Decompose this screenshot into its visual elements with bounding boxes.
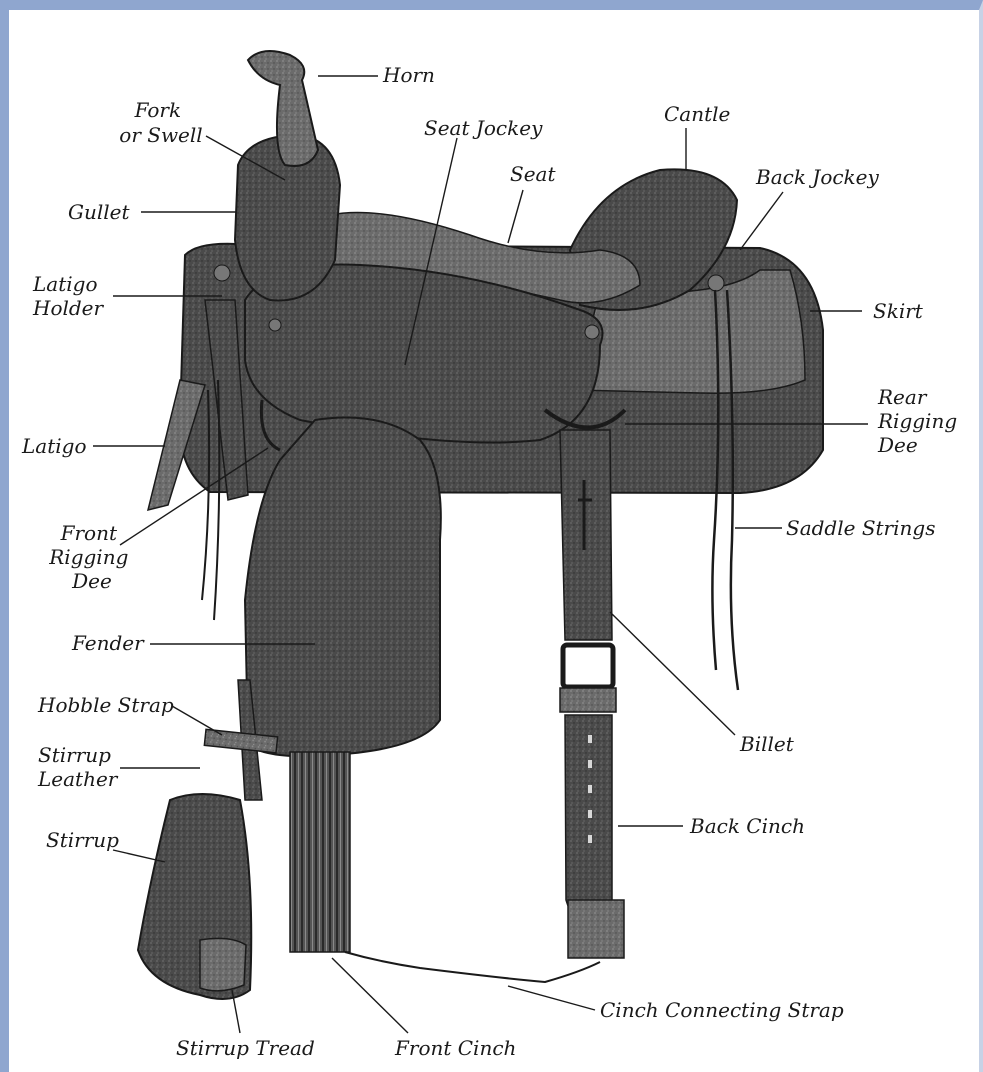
saddle-front-cinch	[290, 752, 350, 952]
label-billet: Billet	[739, 732, 795, 756]
saddle-illustration	[138, 51, 823, 999]
label-stirrup: Stirrup	[46, 828, 119, 852]
label-saddle-strings: Saddle Strings	[786, 516, 935, 540]
saddle-fender	[245, 418, 441, 757]
label-hobble-strap: Hobble Strap	[37, 693, 174, 717]
label-rear-rigging-dee: Rear Rigging Dee	[877, 385, 964, 457]
label-stirrup-leather: Stirrup Leather	[37, 743, 119, 791]
label-front-cinch: Front Cinch	[394, 1036, 516, 1060]
label-cinch-connecting-strap: Cinch Connecting Strap	[600, 998, 844, 1022]
label-horn: Horn	[382, 63, 435, 87]
label-seat: Seat	[510, 162, 556, 186]
label-seat-jockey: Seat Jockey	[424, 116, 543, 140]
label-front-rigging-dee: Front Rigging Dee	[48, 521, 135, 593]
label-fender: Fender	[71, 631, 145, 655]
saddle-back-cinch	[565, 715, 612, 930]
label-stirrup-tread: Stirrup Tread	[176, 1036, 315, 1060]
label-skirt: Skirt	[873, 299, 924, 323]
label-back-cinch: Back Cinch	[689, 814, 805, 838]
label-latigo: Latigo	[21, 434, 86, 458]
label-cantle: Cantle	[664, 102, 730, 126]
label-gullet: Gullet	[68, 200, 130, 224]
saddle-billet	[560, 430, 612, 640]
label-latigo-holder: Latigo Holder	[32, 272, 105, 320]
label-back-jockey: Back Jockey	[755, 165, 880, 189]
label-fork: Fork or Swell	[119, 98, 202, 147]
